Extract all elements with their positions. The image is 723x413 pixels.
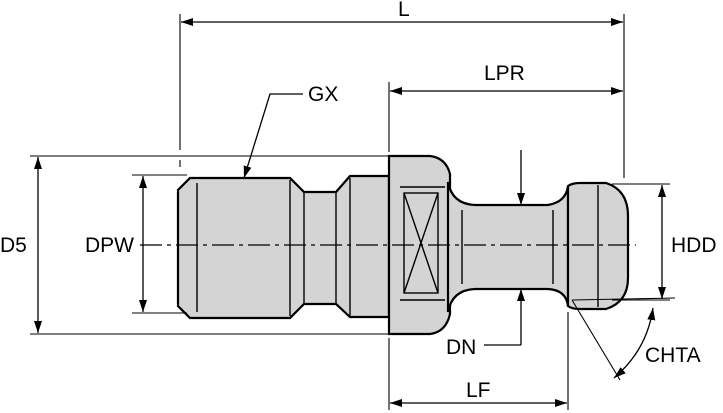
dimension-DPW: DPW <box>85 174 187 314</box>
dimension-HDD: HDD <box>612 183 717 301</box>
detail-lines <box>140 178 636 316</box>
label-DN: DN <box>446 336 476 359</box>
dimension-LF: LF <box>388 312 569 410</box>
callout-GX: GX <box>243 83 338 179</box>
label-LF: LF <box>466 379 491 402</box>
label-D5: D5 <box>0 234 27 257</box>
label-LPR: LPR <box>484 62 525 85</box>
label-DPW: DPW <box>85 234 134 257</box>
threaded-shank <box>176 174 391 320</box>
neck <box>446 181 570 313</box>
label-CHTA: CHTA <box>645 344 701 367</box>
dimension-L: L <box>179 0 625 178</box>
dimension-LPR: LPR <box>388 62 623 152</box>
angle-CHTA: CHTA <box>571 297 701 381</box>
label-GX: GX <box>308 83 338 106</box>
label-L: L <box>398 0 410 21</box>
label-HDD: HDD <box>671 234 717 257</box>
dimension-D5: D5 <box>0 155 388 335</box>
dimension-DN: DN <box>446 150 525 359</box>
